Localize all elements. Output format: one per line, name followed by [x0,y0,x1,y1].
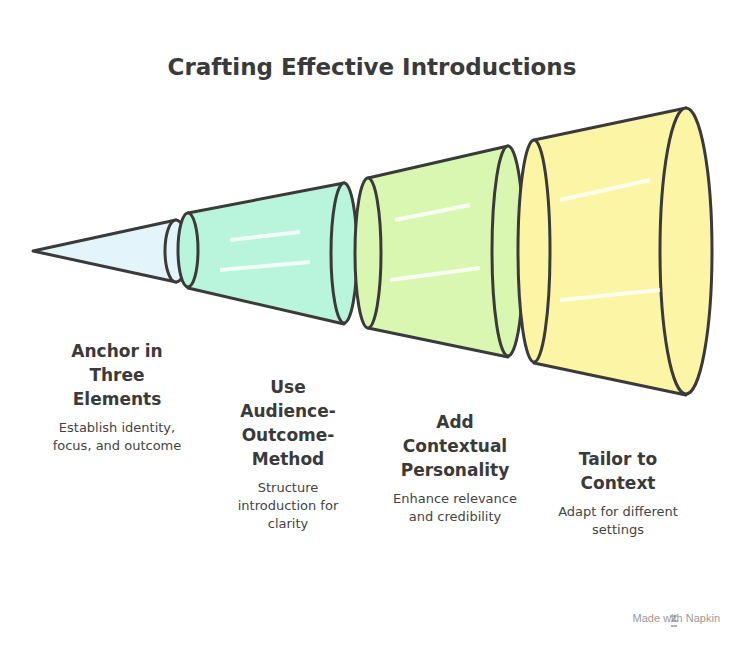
stage-heading: Use Audience-Outcome-Method [237,375,339,471]
stage-description: Enhance relevance and credibility [380,490,530,526]
stage-description: Adapt for different settings [543,503,693,539]
stage-heading: Anchor in Three Elements [61,339,173,411]
stage-label-group: Use Audience-Outcome-MethodStructure int… [223,375,353,533]
watermark: Made with Napkin [633,612,720,624]
diagram-title: Crafting Effective Introductions [0,54,744,80]
stage-heading: Add Contextual Personality [392,410,518,482]
stage-heading: Tailor to Context [557,447,679,495]
stage-label-group: Anchor in Three ElementsEstablish identi… [42,339,192,455]
stage-label-group: Add Contextual PersonalityEnhance releva… [380,410,530,526]
stage-description: Structure introduction for clarity [223,479,353,533]
stage-label-group: Tailor to ContextAdapt for different set… [543,447,693,539]
stage-description: Establish identity, focus, and outcome [42,419,192,455]
